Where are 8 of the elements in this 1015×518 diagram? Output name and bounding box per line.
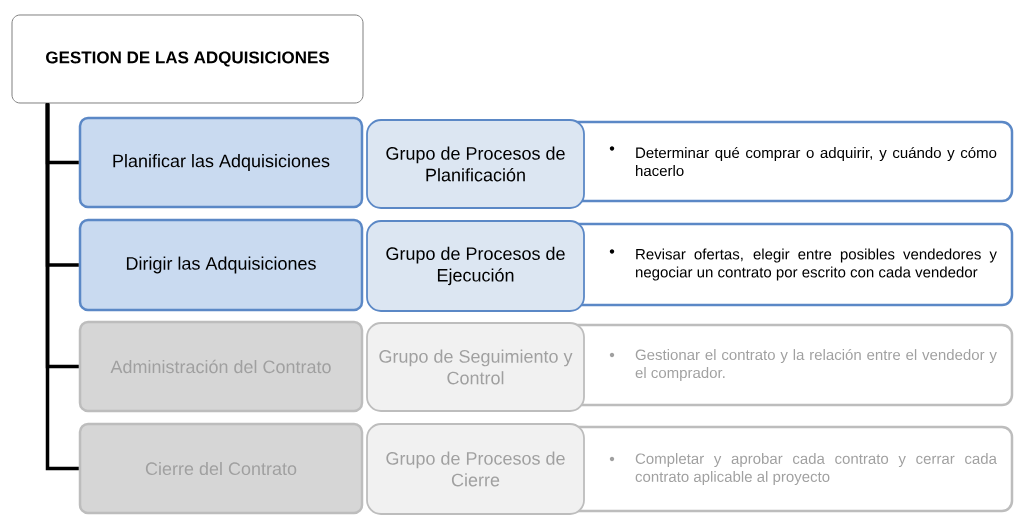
process-group-box: Grupo de Procesos de Cierre	[366, 423, 585, 515]
process-group-box: Grupo de Procesos de Planificación	[366, 119, 585, 209]
connector-line	[45, 103, 79, 471]
process-group-box: Grupo de Procesos de Ejecución	[366, 220, 585, 312]
process-group-box: Grupo de Seguimiento y Control	[366, 322, 585, 412]
process-box: Planificar las Adquisiciones	[78, 116, 364, 209]
title-box: GESTION DE LAS ADQUISICIONES	[11, 14, 364, 104]
process-box: Dirigir las Adquisiciones	[78, 218, 364, 312]
